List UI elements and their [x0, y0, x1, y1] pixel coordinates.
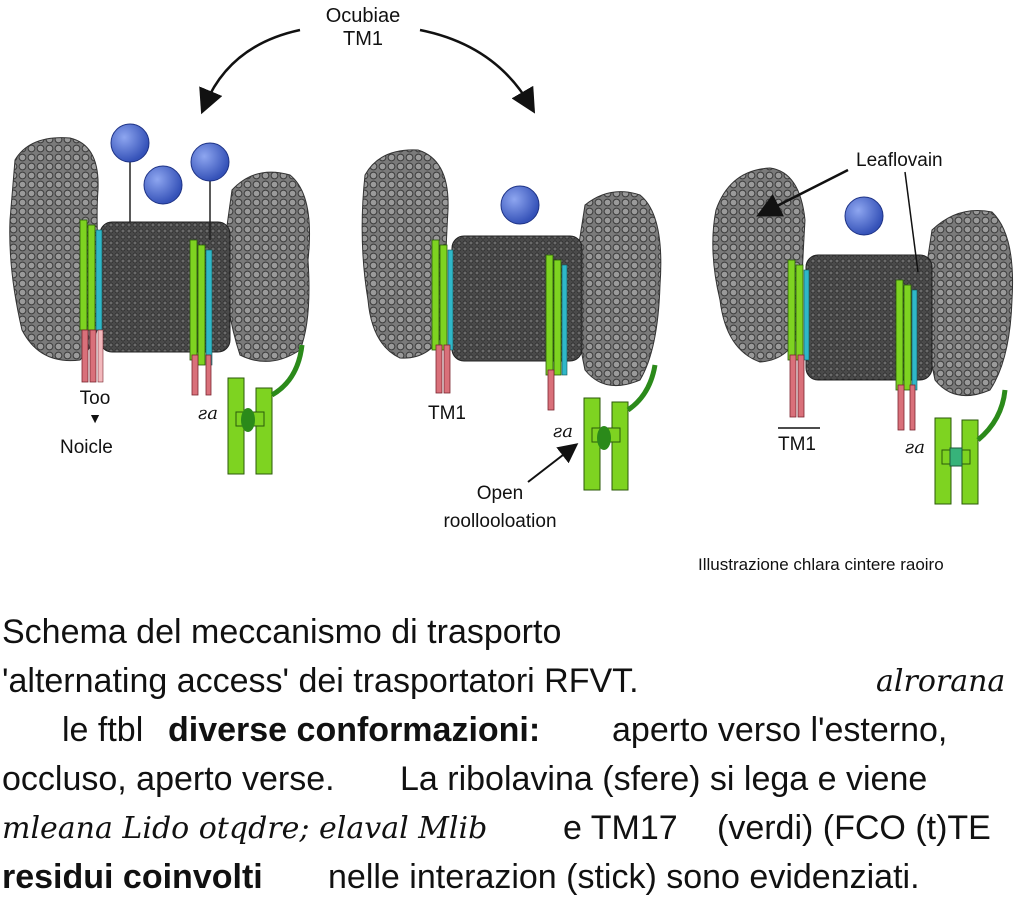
caption-line5-garbled: mleana Lido otqdre; elaval Mlib: [2, 811, 488, 846]
caption-line-4: occluso, aperto verse. La ribolavina (sf…: [0, 755, 1024, 804]
panel1-stick-label: ƨa: [198, 403, 218, 424]
riboflavin-sphere: [110, 123, 150, 163]
top-left-curved-arrow: [199, 28, 301, 115]
figure-credit: Illustrazione chlara cintere raoiro: [698, 555, 944, 574]
caption-line-3: le ftbl diverse conformazioni: aperto ve…: [0, 706, 1024, 755]
figure-caption: Schema del meccanismo di trasporto 'alte…: [0, 608, 1024, 902]
helix-bundle-left: [79, 219, 104, 383]
helix-bundle-right: [895, 279, 918, 431]
caption-line-2: 'alternating access' dei trasportatori R…: [0, 657, 1024, 706]
top-arrow-label: Ocubiae TM1: [318, 5, 408, 51]
top-arrow-label-line2: TM1: [343, 28, 383, 50]
open-arrow: [527, 443, 579, 483]
panel-outward-open: [9, 123, 311, 475]
caption-line-1: Schema del meccanismo di trasporto: [0, 608, 1024, 657]
helix-bundle-left: [787, 259, 810, 418]
leaflovain-pointer-arrow: [756, 168, 849, 217]
caption-line2-right: alrorana: [876, 664, 1006, 699]
helix-bundle-right: [189, 239, 213, 396]
caption-line6-bold: residui coinvolti: [2, 858, 263, 896]
right-protein-lobe: [224, 171, 311, 362]
panel3-pointer-label: Leaflovain: [856, 150, 943, 171]
h-shaped-domain: [583, 364, 658, 491]
h-shaped-domain: [227, 344, 305, 475]
caption-line4-right: La ribolavina (sfere) si lega e viene: [400, 760, 928, 798]
panel1-left-label: Too ▼: [60, 388, 130, 426]
caption-line3-rest: aperto verso l'esterno,: [612, 711, 948, 749]
h-shaped-domain: [934, 389, 1008, 505]
caption-line1-text: Schema del meccanismo di trasporto: [2, 613, 562, 651]
panel2-stick-label: ƨa: [553, 421, 573, 442]
right-protein-lobe: [575, 191, 662, 387]
panel1-left-label-line2: Noicle: [60, 437, 113, 458]
helix-bundle-right: [545, 254, 568, 411]
riboflavin-sphere: [844, 196, 884, 236]
panel1-left-label-line1: Too: [79, 388, 111, 409]
top-right-curved-arrow: [419, 28, 536, 114]
caption-line5-mid: e TM17: [563, 809, 678, 847]
panel3-tm-label: TM1: [778, 434, 816, 455]
panel-inward-open: [712, 167, 1014, 505]
panel3-stick-label: ƨa: [905, 437, 925, 458]
caption-line6-rest: nelle interazion (stick) sono evidenziat…: [328, 858, 920, 896]
panel2-tm-label: TM1: [428, 403, 466, 424]
right-protein-lobe: [924, 209, 1014, 397]
riboflavin-sphere: [190, 142, 230, 182]
riboflavin-sphere: [500, 185, 540, 225]
caption-line-6: residui coinvolti nelle interazion (stic…: [0, 853, 1024, 902]
riboflavin-sphere: [143, 165, 183, 205]
panel2-open-line2: roollooloation: [443, 510, 557, 532]
helix-bundle-left: [431, 239, 454, 394]
panel2-open-line1: Open: [476, 483, 524, 504]
panel-occluded: [361, 149, 662, 491]
caption-line3-bold: diverse conformazioni:: [168, 711, 541, 749]
caption-line2-main: 'alternating access' dei trasportatori R…: [2, 662, 639, 700]
caption-line5-right: (verdi) (FCO (t)TE: [717, 809, 991, 847]
caption-line4-left: occluso, aperto verse.: [2, 760, 335, 798]
caption-line-5: mleana Lido otqdre; elaval Mlib e TM17 (…: [0, 804, 1024, 853]
caption-line3-prefix: le ftbl: [62, 711, 144, 749]
panel1-left-label-mark: ▼: [88, 409, 102, 426]
panel2-open-label: Open roollooloation: [430, 483, 570, 533]
top-arrow-label-line1: Ocubiae: [325, 5, 401, 27]
mechanism-diagram: [9, 28, 1014, 505]
